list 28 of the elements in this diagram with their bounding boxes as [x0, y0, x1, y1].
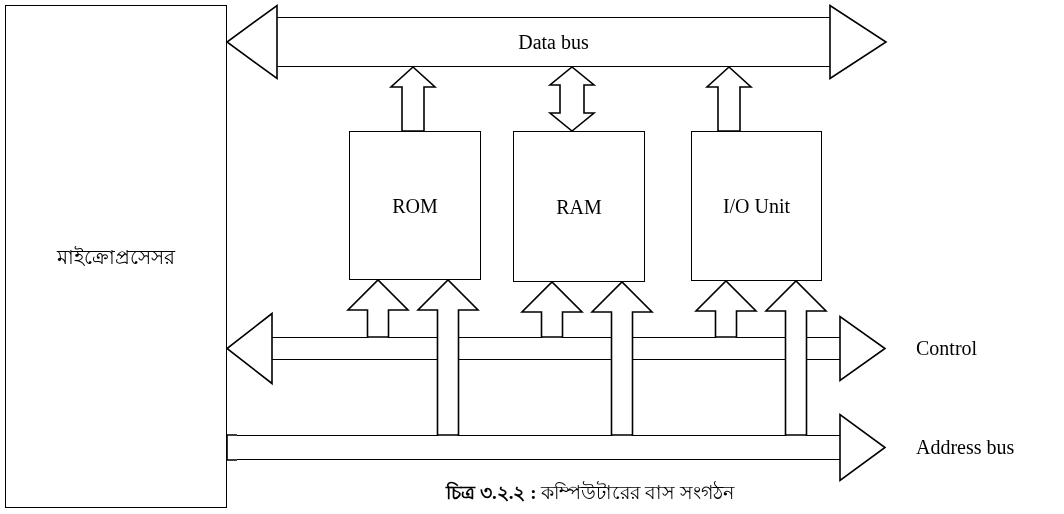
- bus-branch-arrow: [547, 65, 597, 133]
- bus-band: [277, 17, 830, 67]
- bus-arrow: [829, 4, 888, 80]
- bus-branch-arrow: [590, 280, 654, 436]
- bus-arrow: [839, 314, 887, 383]
- bus-arrow: [226, 434, 238, 461]
- memory-box: [349, 131, 481, 280]
- unit-box: [691, 131, 822, 281]
- bus-arrow: [225, 311, 273, 386]
- bus-label: Address bus: [916, 434, 1015, 459]
- box-label: I/O Unit: [722, 194, 791, 218]
- bus-arrow: [839, 412, 887, 483]
- bus-branch-arrow: [416, 278, 480, 436]
- bus-label: Data bus: [518, 30, 589, 54]
- bus-branch-arrow: [694, 279, 758, 338]
- bus-branch-arrow: [704, 65, 754, 132]
- box-label: মাইক্রোপ্রসেসর: [57, 244, 175, 269]
- bus-branch-arrow: [346, 278, 410, 338]
- bus-branch-arrow: [764, 279, 828, 436]
- bus-arrow: [225, 3, 278, 81]
- memory-box: [513, 131, 645, 282]
- processor-box: [5, 5, 227, 508]
- figure-caption: চিত্র ৩.২.২ : কম্পিউটারের বাস সংগঠন: [444, 480, 736, 505]
- box-label: RAM: [556, 194, 602, 219]
- box-label: ROM: [392, 193, 438, 218]
- bus-branch-arrow: [388, 65, 438, 132]
- bus-branch-arrow: [520, 280, 584, 338]
- bus-label: Control: [916, 335, 978, 360]
